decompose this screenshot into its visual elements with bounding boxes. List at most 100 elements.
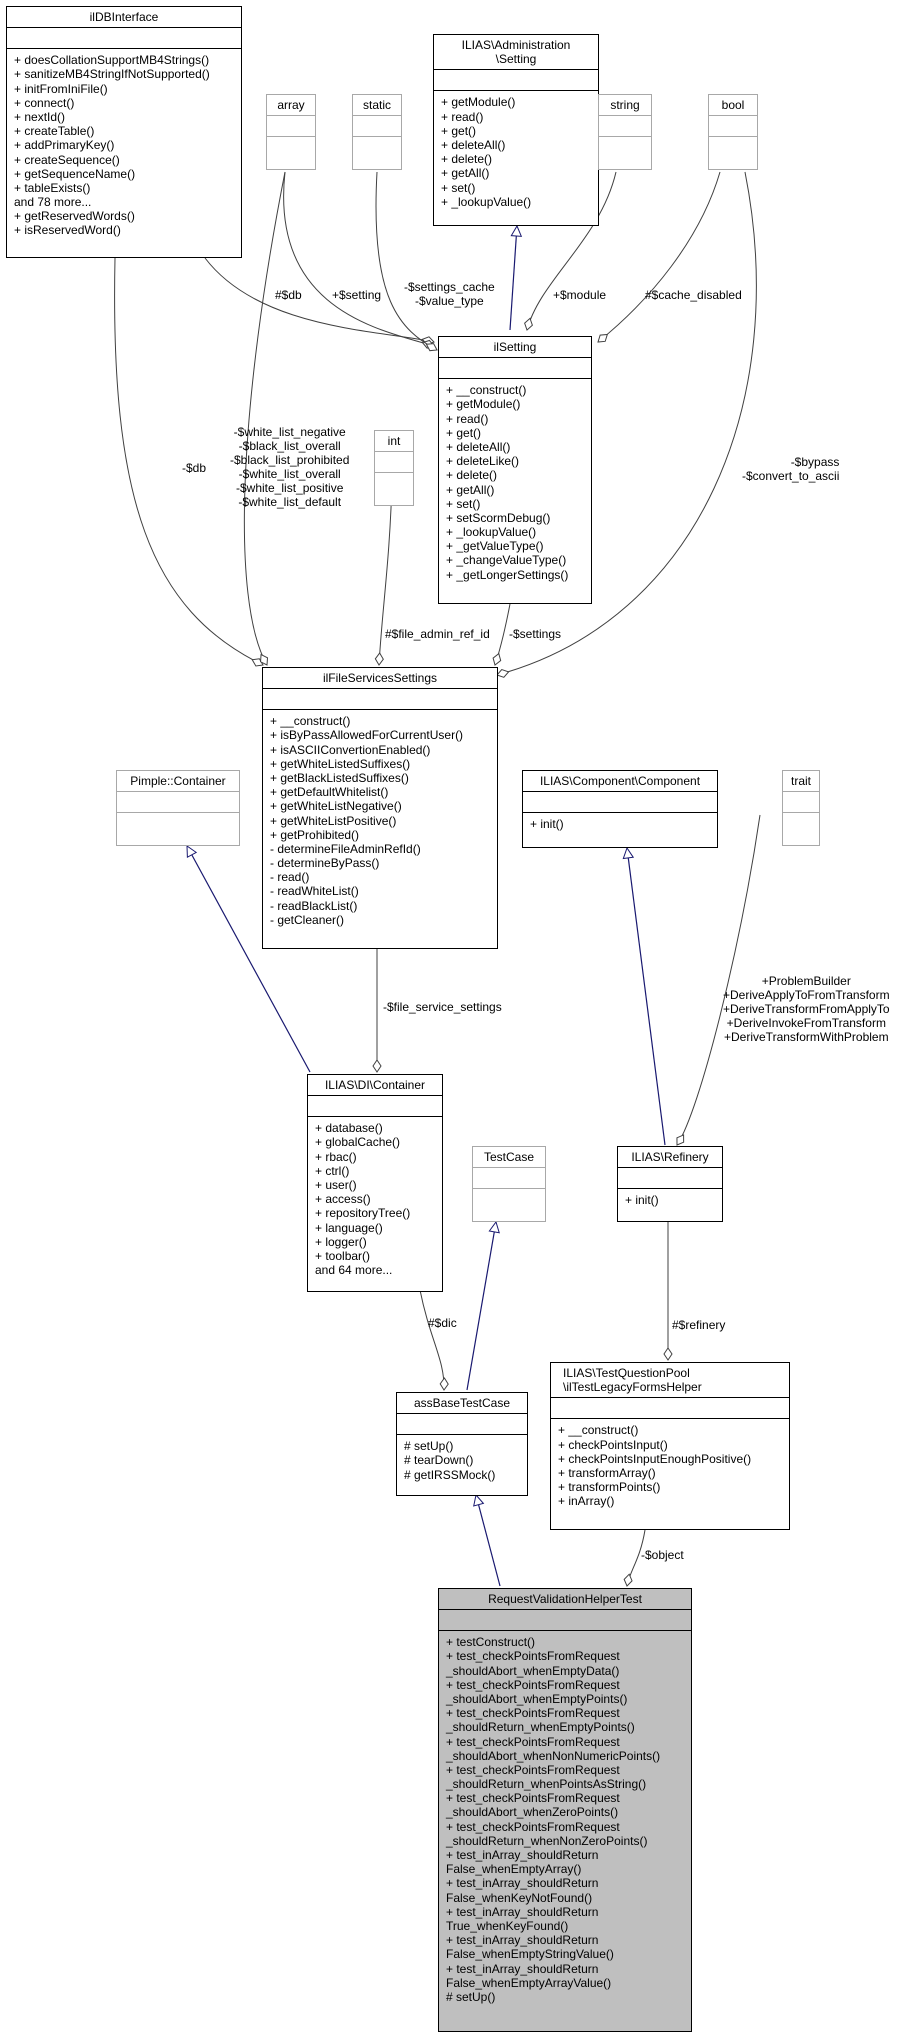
class-ilias-component-component[interactable]: ILIAS\Component\Component + init() [522,770,718,848]
attributes-section [434,69,598,90]
operation: - readWhiteList() [270,884,359,899]
class-iltestlegacyformshelper[interactable]: ILIAS\TestQuestionPool \ilTestLegacyForm… [550,1362,790,1530]
class-title: ILIAS\Refinery [631,1150,709,1164]
attributes-section [709,115,757,136]
operation: + test_checkPointsFromRequest [446,1677,620,1692]
class-static[interactable]: static [352,94,402,170]
edge-fileservices-bypass [496,171,757,678]
class-bool[interactable]: bool [708,94,758,170]
operation: + read() [446,411,489,426]
attributes-section [7,27,241,48]
operation: + _getValueType() [446,539,544,554]
edge-label-bypass: -$bypass -$convert_to_ascii [742,455,840,483]
edge-label-db: #$db [275,288,302,302]
operation: + nextId() [14,109,66,124]
operation: + deleteLike() [446,454,520,469]
operations-section [783,812,819,833]
edge-label-file-service-settings: -$file_service_settings [383,1000,502,1014]
attributes-section [353,115,401,136]
class-int[interactable]: int [374,430,414,506]
operation: + getAll() [441,166,490,181]
edge-refinery-to-component [627,848,666,1146]
attributes-section [263,688,497,709]
edge-ilsetting-cache-disabled [597,171,721,343]
operation: + _lookupValue() [441,194,532,209]
class-trait[interactable]: trait [782,770,820,846]
operation: + ctrl() [315,1163,350,1178]
class-title: ILIAS\TestQuestionPool \ilTestLegacyForm… [563,1366,702,1395]
edge-label-refinery: #$refinery [672,1318,726,1332]
operation: + getSequenceName() [14,166,136,181]
class-title: ILIAS\Component\Component [539,774,701,788]
operation: + __construct() [446,383,527,398]
operation: + init() [530,817,564,832]
operation: + get() [441,123,477,138]
edge-label-dic: #$dic [428,1316,457,1330]
class-array[interactable]: array [266,94,316,170]
operation: + test_inArray_shouldReturn [446,1848,599,1863]
operation: + language() [315,1220,383,1235]
operation: + test_inArray_shouldReturn [446,1876,599,1891]
operation: True_whenKeyFound() [446,1918,569,1933]
operation: + getWhiteListPositive() [270,813,397,828]
operation: _shouldAbort_whenNonNumericPoints() [446,1748,661,1763]
operation: + initFromIniFile() [14,81,108,96]
operation: - determineFileAdminRefId() [270,841,421,856]
edge-ilsetting-setting [283,171,435,349]
class-ilias-di-container[interactable]: ILIAS\DI\Container + database() + global… [307,1074,443,1292]
edge-requestvalidation-object [623,1529,646,1587]
operation: and 64 more... [315,1263,393,1278]
class-string[interactable]: string [598,94,652,170]
class-title: ilDBInterface [89,10,159,24]
attributes-section [375,451,413,472]
operation: + createSequence() [14,152,120,167]
edge-ilsetting-to-admin-setting [509,226,517,331]
class-ildbinterface[interactable]: ilDBInterface + doesCollationSupportMB4S… [6,6,242,258]
operation: + test_checkPointsFromRequest [446,1706,620,1721]
class-title: ILIAS\Administration \Setting [461,38,571,67]
class-ilias-administration-setting[interactable]: ILIAS\Administration \Setting + getModul… [433,34,599,226]
class-ilfileservicessettings[interactable]: ilFileServicesSettings + __construct() +… [262,667,498,949]
edge-fileservices-settings [492,603,511,666]
operations-section [473,1188,545,1209]
class-title: static [362,98,391,112]
class-pimple-container[interactable]: Pimple::Container [116,770,240,846]
operation: + getReservedWords() [14,209,135,224]
operation: + user() [315,1177,357,1192]
operations-section: + init() [523,812,717,835]
operation: + delete() [446,468,498,483]
operations-section: + testConstruct() + test_checkPointsFrom… [439,1630,691,2022]
operation: - determineByPass() [270,856,380,871]
operation: + doesCollationSupportMB4Strings() [14,53,210,68]
operation: + sanitizeMB4StringIfNotSupported() [14,67,210,82]
attributes-section [473,1167,545,1188]
operation: + getDefaultWhitelist() [270,785,389,800]
edge-assbase-to-testcase [466,1222,496,1391]
attributes-section [783,791,819,812]
class-title: bool [721,98,745,112]
class-title: Pimple::Container [130,774,226,788]
class-title: RequestValidationHelperTest [488,1592,642,1606]
operation: + transformPoints() [558,1480,661,1495]
operation: - getCleaner() [270,912,345,927]
operation: # setUp() [446,1989,496,2004]
operations-section [709,136,757,157]
operations-section: + __construct() + isByPassAllowedForCurr… [263,709,497,931]
class-ilsetting[interactable]: ilSetting + __construct() + getModule() … [438,336,592,604]
class-title: TestCase [483,1150,535,1164]
operation: # setUp() [404,1439,454,1454]
operation: + tableExists() [14,180,91,195]
attributes-section [439,357,591,378]
class-title: assBaseTestCase [413,1396,511,1410]
operation: + set() [446,496,481,511]
class-ilias-refinery[interactable]: ILIAS\Refinery + init() [617,1146,723,1222]
operation: + getBlackListedSuffixes() [270,770,409,785]
edge-label-cache-disabled: #$cache_disabled [645,288,742,302]
class-requestvalidationhelpertest[interactable]: RequestValidationHelperTest + testConstr… [438,1588,692,2032]
operation: + _changeValueType() [446,553,567,568]
operations-section: + doesCollationSupportMB4Strings() + san… [7,48,241,241]
class-assbasetestcase[interactable]: assBaseTestCase # setUp() # tearDown() #… [396,1392,528,1496]
operation: + getWhiteListedSuffixes() [270,756,411,771]
attributes-section [397,1413,527,1434]
class-testcase[interactable]: TestCase [472,1146,546,1222]
